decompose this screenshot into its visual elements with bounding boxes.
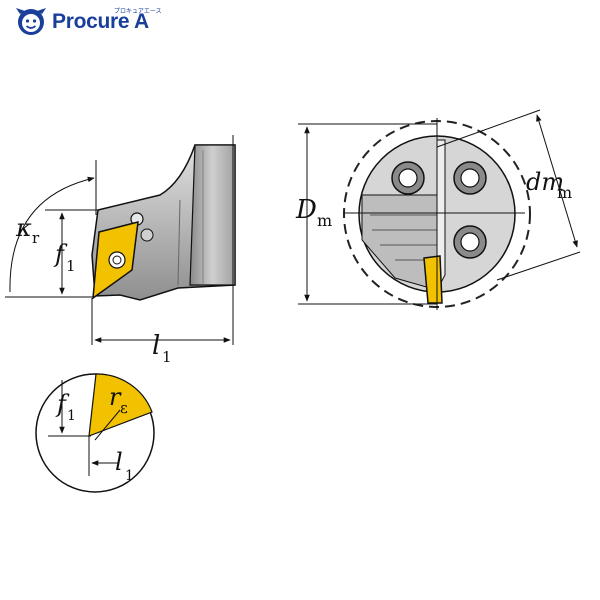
side-view bbox=[5, 135, 236, 345]
procure-logo[interactable]: プロキュアエース Procure A bbox=[14, 6, 164, 40]
detail-l1-label: l bbox=[115, 448, 123, 476]
bolt-hole-3 bbox=[453, 225, 487, 259]
re-label: r bbox=[109, 383, 122, 411]
l1-label-sub: 1 bbox=[162, 348, 172, 366]
dmm-label-sub: m bbox=[557, 183, 572, 202]
dm-label-sub: m bbox=[317, 211, 332, 230]
dmm-label: dm bbox=[526, 168, 564, 196]
logo-kana: プロキュアエース bbox=[114, 8, 162, 15]
face-mascot-icon bbox=[16, 8, 46, 35]
logo-text: Procure A bbox=[52, 10, 149, 33]
l1-label: l bbox=[152, 331, 160, 361]
holder-shank bbox=[189, 144, 236, 286]
re-label-sub: ε bbox=[120, 399, 128, 417]
bolt-hole-2 bbox=[453, 161, 487, 195]
detail-insert-sector bbox=[88, 373, 153, 437]
f1-label-sub: 1 bbox=[66, 257, 76, 275]
insert-screw bbox=[108, 251, 126, 269]
detail-l1-label-sub: 1 bbox=[125, 468, 134, 484]
kr-label-sub: r bbox=[32, 229, 40, 247]
end-view bbox=[298, 109, 581, 310]
bolt-hole-1 bbox=[391, 161, 425, 195]
end-insert bbox=[423, 255, 443, 304]
dm-label: D bbox=[295, 195, 317, 225]
kr-label: κ bbox=[15, 214, 32, 242]
detail-f1-label-sub: 1 bbox=[67, 408, 76, 424]
detail-view bbox=[35, 373, 155, 493]
